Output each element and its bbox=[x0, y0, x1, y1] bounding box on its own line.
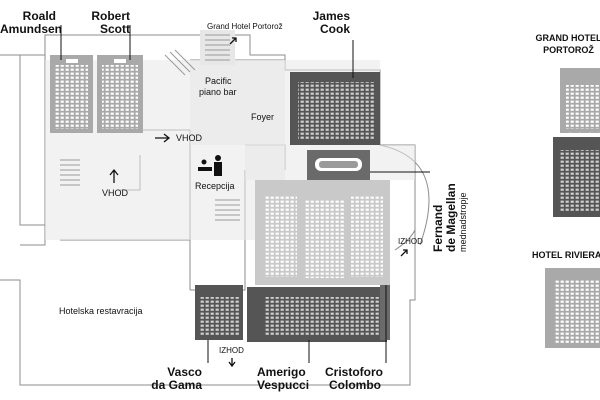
arrows bbox=[109, 37, 408, 368]
label-robert-scott: Robert Scott bbox=[84, 10, 130, 36]
sidebar-hotel-riviera-plan[interactable] bbox=[545, 268, 600, 348]
label-line: Colombo bbox=[329, 378, 381, 392]
reception-icon bbox=[198, 155, 222, 176]
label-line: James bbox=[312, 9, 350, 23]
label-vhod-right: VHOD bbox=[176, 133, 203, 143]
label-line: PORTOROŽ bbox=[543, 45, 594, 55]
stairs bbox=[60, 34, 240, 221]
label-sidebar-hotel-riviera: HOTEL RIVIERA bbox=[532, 250, 600, 260]
label-floor: mednadstropje bbox=[458, 192, 468, 252]
label-line: Vasco bbox=[167, 365, 202, 379]
label-hotelska-restavracija: Hotelska restavracija bbox=[59, 306, 143, 316]
label-line: Pacific bbox=[205, 76, 232, 86]
label-fernand-de-magellan: Fernand de Magellan mednadstropje bbox=[431, 183, 469, 252]
label-line: Amundsen bbox=[0, 22, 63, 36]
room-vasco-da-gama[interactable] bbox=[195, 285, 243, 340]
label-roald-amundsen: Roald Amundsen bbox=[0, 9, 63, 36]
room-roald-amundsen[interactable] bbox=[50, 55, 93, 133]
label-line: Roald bbox=[22, 9, 56, 23]
leader-lines bbox=[60, 25, 430, 363]
label-vasco-da-gama: Vasco da Gama bbox=[140, 366, 202, 392]
label-vhod-left: VHOD bbox=[102, 188, 129, 198]
label-line: Cristoforo bbox=[325, 365, 383, 379]
label-sidebar-grand-hotel: GRAND HOTEL PORTOROŽ bbox=[531, 32, 600, 56]
label-line: Cook bbox=[320, 22, 350, 36]
sidebar-grand-hotel-plan[interactable] bbox=[553, 68, 600, 217]
label-line: Amerigo bbox=[257, 365, 306, 379]
label-izhod-right: IZHOD bbox=[398, 237, 423, 246]
label-foyer: Foyer bbox=[251, 112, 275, 122]
label-pacific-piano-bar: Pacific piano bar bbox=[199, 76, 237, 98]
room-james-cook[interactable] bbox=[290, 72, 380, 145]
label-amerigo-vespucci: Amerigo Vespucci bbox=[257, 366, 309, 392]
room-congress-hall[interactable] bbox=[255, 180, 390, 285]
room-amerigo-vespucci[interactable] bbox=[247, 287, 387, 342]
label-line: de Magellan bbox=[444, 183, 458, 252]
room-robert-scott[interactable] bbox=[97, 55, 143, 133]
label-grand-hotel-portoroz: Grand Hotel Portorož bbox=[207, 22, 283, 31]
label-line: piano bar bbox=[199, 87, 237, 97]
label-recepcija: Recepcija bbox=[195, 181, 235, 191]
label-line: GRAND HOTEL bbox=[535, 33, 600, 43]
room-cristoforo-colombo[interactable] bbox=[380, 285, 390, 340]
label-james-cook: James Cook bbox=[300, 10, 350, 36]
label-line: Vespucci bbox=[257, 378, 310, 392]
label-izhod-bottom: IZHOD bbox=[219, 346, 244, 355]
label-line: Scott bbox=[100, 22, 130, 36]
label-line: da Gama bbox=[151, 378, 202, 392]
label-line: Robert bbox=[91, 9, 130, 23]
room-fernand-de-magellan[interactable] bbox=[307, 150, 370, 180]
label-cristoforo-colombo: Cristoforo Colombo bbox=[325, 366, 385, 392]
